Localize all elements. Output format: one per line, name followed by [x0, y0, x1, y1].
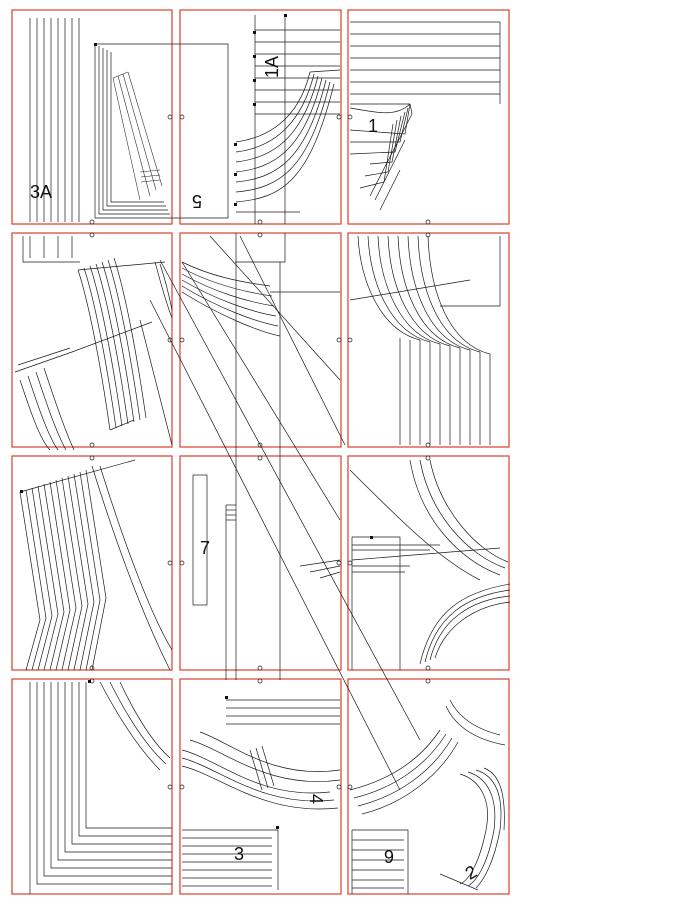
row4-center-lines [181, 699, 341, 890]
piece-label-1: 1 [368, 116, 378, 136]
grain-lines [149, 259, 421, 791]
piece-label-7: 7 [200, 538, 210, 558]
piece-label-1a: 1A [262, 56, 282, 78]
row2-center-lines [181, 233, 346, 680]
piece-3a-lines [22, 18, 80, 263]
row3-right-lines [349, 459, 511, 670]
piece-label-2: 2 [462, 861, 481, 883]
registration-marks [89, 114, 431, 790]
piece-label-5: 5 [192, 191, 202, 211]
row2-left-lines [14, 257, 173, 451]
piece-label-3a: 3A [30, 182, 52, 202]
row2-right-lines [349, 235, 501, 445]
piece-1a-lines [235, 15, 341, 224]
notch-marks [20, 14, 373, 829]
piece-1-lines [349, 21, 501, 211]
row3-center-lines [192, 474, 341, 680]
row4-left-lines [29, 681, 172, 894]
piece-label-4: 4 [306, 794, 326, 804]
row3-left-lines [19, 459, 173, 671]
piece-label-6: 6 [384, 846, 394, 866]
piece-5-lines [94, 43, 229, 219]
piece-label-3: 3 [234, 844, 244, 864]
row4-right-lines [349, 699, 506, 894]
